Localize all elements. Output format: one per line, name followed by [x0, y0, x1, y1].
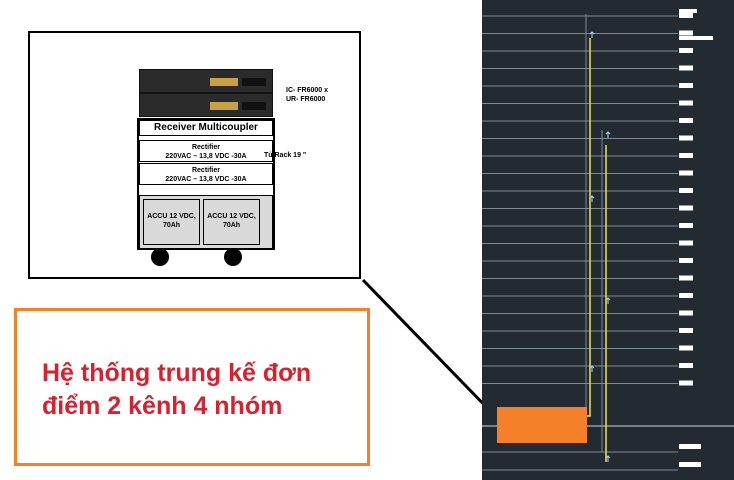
connector-line-segment	[361, 278, 499, 420]
radio-display-1	[210, 78, 238, 86]
diagram-terminal-marker	[679, 258, 693, 263]
diagram-terminal-marker	[679, 135, 693, 141]
diagram-terminal-marker	[679, 205, 693, 211]
diagram-terminal-marker	[679, 83, 693, 88]
trunking-diagram	[482, 9, 734, 471]
radio-unit-1	[139, 69, 273, 93]
diagram-terminal-marker	[679, 380, 693, 386]
diagram-terminal-marker	[679, 293, 693, 298]
battery-2-line-2: 70Ah	[222, 222, 241, 229]
diagram-terminal-marker	[679, 328, 693, 333]
diagram-terminal-marker	[679, 65, 693, 71]
radio-model-label: IC- FR6000 x UR- FR6000	[286, 86, 328, 104]
diagram-terminal-marker	[679, 30, 693, 36]
signal-arrow-icon	[605, 297, 611, 304]
signal-arrow-icon	[589, 365, 595, 372]
diagram-terminal-marker	[679, 188, 693, 193]
diagram-terminal-marker	[679, 13, 693, 18]
signal-arrow-icon	[589, 195, 595, 202]
rack-wheel-left	[151, 248, 169, 266]
battery-1-line-1: ACCU 12 VDC,	[147, 213, 196, 220]
rectifier-2-spec: 220VAC – 13,8 VDC -30A	[165, 176, 247, 183]
diagram-terminal-marker	[679, 275, 693, 281]
rectifier-2-title: Rectifier	[191, 167, 220, 174]
callout-text: Hệ thống trung kế đơn điểm 2 kênh 4 nhóm	[42, 357, 311, 423]
diagram-terminal-marker	[679, 153, 693, 158]
battery-2-line-1: ACCU 12 VDC,	[207, 213, 256, 220]
diagram-terminal-marker	[679, 100, 693, 106]
trunking-diagram-panel	[482, 0, 734, 480]
signal-arrow-icon	[605, 131, 611, 138]
rack-diagram-panel: IC- FR6000 x UR- FR6000 Receiver Multico…	[28, 31, 361, 279]
rack-label: Tủ Rack 19 "	[264, 152, 307, 159]
radio-knobs-2	[242, 102, 266, 110]
signal-arrow-icon	[605, 455, 611, 462]
diagram-terminal-marker	[679, 240, 693, 246]
rectifier-1-spec: 220VAC – 13,8 VDC -30A	[165, 153, 247, 160]
rectifier-2: Rectifier 220VAC – 13,8 VDC -30A	[139, 163, 273, 185]
diagram-terminal-marker	[679, 9, 697, 13]
diagram-terminal-marker	[679, 462, 701, 467]
diagram-terminal-marker	[679, 48, 693, 53]
diagram-terminal-marker	[679, 363, 693, 368]
signal-arrow-icon	[589, 31, 595, 38]
rectifier-1-title: Rectifier	[191, 144, 220, 151]
callout-box: Hệ thống trung kế đơn điểm 2 kênh 4 nhóm	[14, 308, 370, 466]
diagram-terminal-marker	[679, 223, 693, 228]
radio-display-2	[210, 102, 238, 110]
callout-line-2: điểm 2 kênh 4 nhóm	[42, 392, 283, 420]
radio-model-line-2: UR- FR6000	[286, 96, 326, 103]
diagram-terminal-marker	[679, 310, 693, 316]
callout-line-1: Hệ thống trung kế đơn	[42, 359, 312, 387]
diagram-terminal-marker	[679, 118, 693, 123]
radio-unit-2	[139, 93, 273, 117]
battery-1-line-2: 70Ah	[162, 222, 181, 229]
diagram-terminal-marker	[679, 170, 693, 176]
system-block	[497, 407, 587, 443]
diagram-terminal-marker	[679, 36, 713, 40]
signal-line-a	[586, 38, 591, 417]
diagram-terminal-marker	[679, 444, 701, 449]
receiver-multicoupler: Receiver Multicoupler	[139, 120, 273, 136]
radio-model-line-1: IC- FR6000 x	[286, 87, 329, 94]
radio-knobs-1	[242, 78, 266, 86]
battery-1: ACCU 12 VDC, 70Ah	[143, 199, 200, 245]
rectifier-1: Rectifier 220VAC – 13,8 VDC -30A	[139, 140, 273, 162]
rack-wheel-right	[224, 248, 242, 266]
diagram-terminal-marker	[679, 345, 693, 351]
battery-2: ACCU 12 VDC, 70Ah	[203, 199, 260, 245]
